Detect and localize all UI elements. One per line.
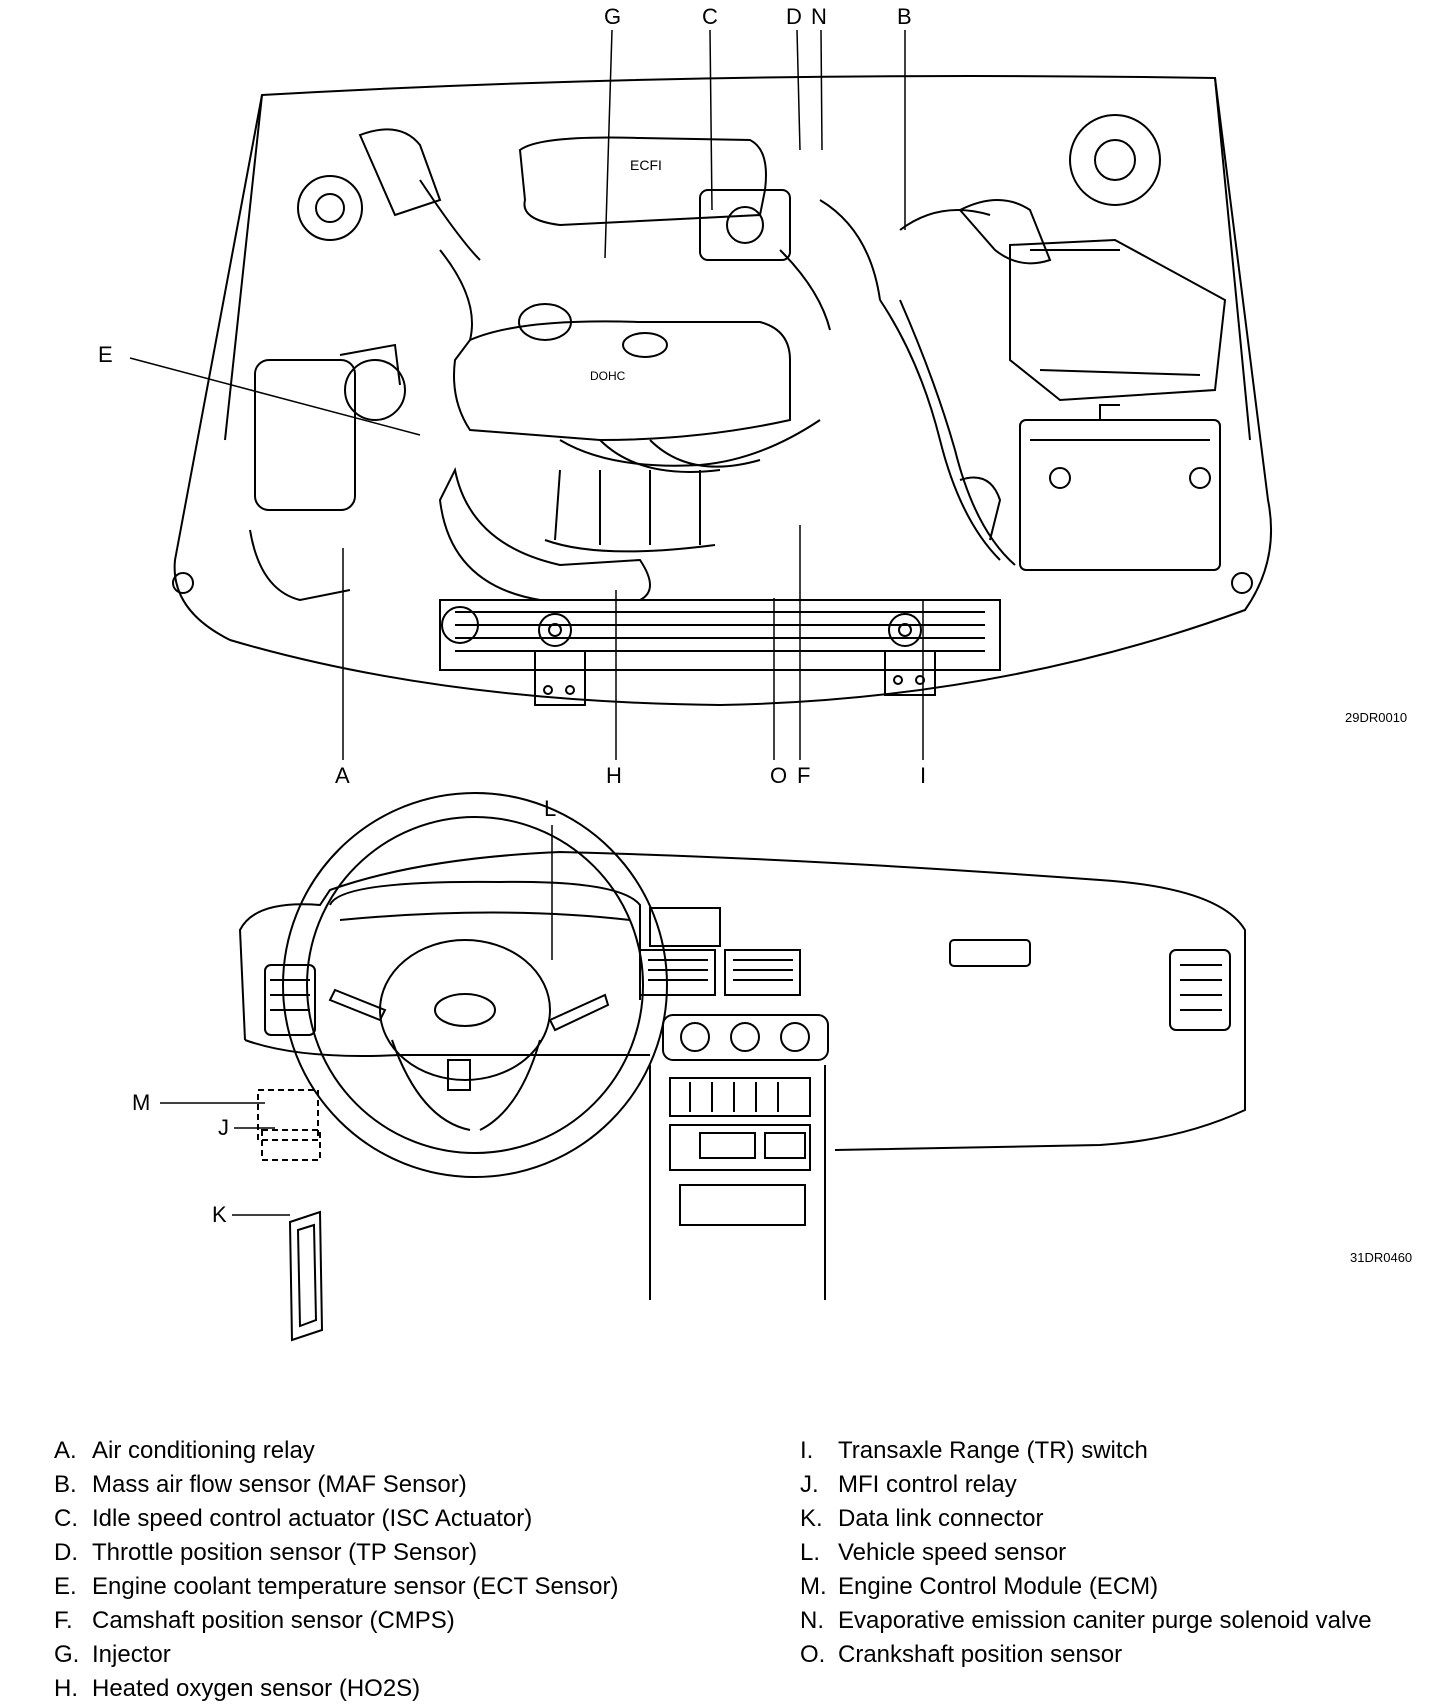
legend-item: C.Idle speed control actuator (ISC Actua… [54, 1505, 533, 1532]
legend-item: I.Transaxle Range (TR) switch [800, 1437, 1148, 1464]
figure-code-dashboard: 31DR0460 [1350, 1250, 1412, 1265]
engine-callout-labels: G C D N B E A H O F I 29DR0010 [98, 4, 1407, 788]
callout-L: L [544, 796, 556, 821]
figure-code-engine: 29DR0010 [1345, 710, 1407, 725]
legend-item: M.Engine Control Module (ECM) [800, 1573, 1159, 1600]
svg-text:ECFI: ECFI [630, 157, 662, 173]
legend-item: K.Data link connector [800, 1505, 1044, 1532]
legend-item: O.Crankshaft position sensor [800, 1641, 1123, 1668]
legend-item: L.Vehicle speed sensor [800, 1539, 1067, 1566]
legend-item: N.Evaporative emission caniter purge sol… [800, 1607, 1372, 1634]
callout-B: B [897, 4, 912, 29]
legend-item: F.Camshaft position sensor (CMPS) [54, 1607, 455, 1634]
callout-D: D [786, 4, 802, 29]
legend-left-column: A.Air conditioning relay B.Mass air flow… [54, 1434, 714, 1706]
legend-right-column: I.Transaxle Range (TR) switch J.MFI cont… [800, 1434, 1440, 1672]
callout-J: J [218, 1115, 229, 1140]
dashboard-illustration [238, 792, 1246, 1342]
callout-E: E [98, 342, 113, 367]
engine-callout-leaders [129, 29, 924, 760]
dashboard-callout-labels: L M J K 31DR0460 [132, 796, 1412, 1265]
component-location-figure: ECFI DOHC [98, 4, 1412, 1342]
callout-A: A [335, 763, 350, 788]
callout-G: G [604, 4, 621, 29]
callout-O: O [770, 763, 787, 788]
dashboard-callout-leaders [160, 825, 553, 1216]
callout-C: C [702, 4, 718, 29]
callout-I: I [920, 763, 926, 788]
legend-item: G.Injector [54, 1641, 171, 1668]
callout-K: K [212, 1202, 227, 1227]
engine-bay-illustration: ECFI DOHC [172, 75, 1273, 707]
callout-H: H [606, 763, 622, 788]
legend-item: E.Engine coolant temperature sensor (ECT… [54, 1573, 619, 1600]
callout-M: M [132, 1090, 150, 1115]
legend-item: A.Air conditioning relay [54, 1437, 315, 1464]
legend-item: H.Heated oxygen sensor (HO2S) [54, 1675, 421, 1702]
svg-text:DOHC: DOHC [590, 369, 626, 383]
legend-item: J.MFI control relay [800, 1471, 1017, 1498]
legend-item: D.Throttle position sensor (TP Sensor) [54, 1539, 478, 1566]
callout-N: N [811, 4, 827, 29]
legend-item: B.Mass air flow sensor (MAF Sensor) [54, 1471, 467, 1498]
callout-F: F [797, 763, 810, 788]
